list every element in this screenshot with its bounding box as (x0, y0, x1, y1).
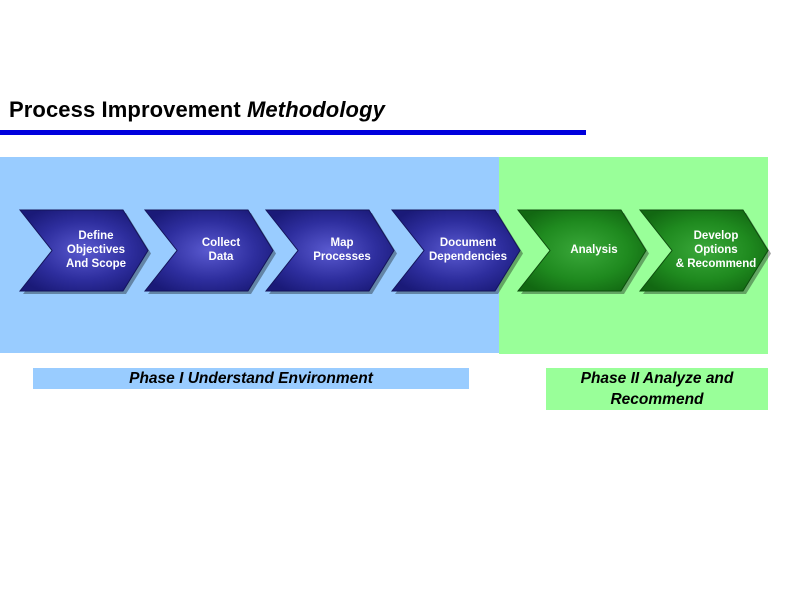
title-regular: Process Improvement (9, 97, 241, 122)
step-label-line: And Scope (65, 257, 127, 270)
title-italic: Methodology (247, 97, 385, 122)
step-label-line: Develop (693, 229, 739, 242)
step-chevron-2 (143, 209, 274, 292)
step-label-line: Map (330, 236, 354, 249)
step-label-line: Analysis (570, 243, 618, 256)
step-label-line: & Recommend (675, 257, 757, 270)
step-label-line: Objectives (66, 243, 126, 256)
step-label-5: Analysis (539, 243, 649, 257)
step-label-line: Collect (201, 236, 241, 249)
step-label-line: Define (78, 229, 114, 242)
phase2-label-line1: Phase II Analyze and (580, 370, 734, 387)
title-underline (0, 130, 586, 135)
step-chevron-3 (264, 209, 395, 292)
step-label-line: Options (694, 243, 738, 256)
step-label-line: Processes (313, 250, 371, 263)
step-label-line: Document (439, 236, 497, 249)
step-chevron-6 (638, 209, 769, 292)
step-label-line: Data (208, 250, 234, 263)
step-chevron-4 (390, 209, 521, 292)
step-chevron-5 (516, 209, 647, 292)
phase2-label-line2: Recommend (610, 391, 704, 408)
phase1-label-text: Phase I Understand Environment (129, 370, 373, 387)
page-title: Process Improvement Methodology (9, 97, 385, 123)
phase1-label: Phase I Understand Environment (33, 368, 469, 389)
step-label-line: Dependencies (429, 250, 507, 263)
step-chevron-1 (18, 209, 149, 292)
phase2-label: Phase II Analyze and Recommend (546, 368, 768, 410)
